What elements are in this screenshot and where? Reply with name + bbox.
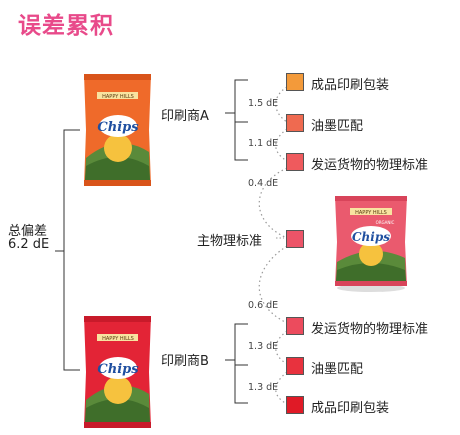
label-b-ink-match: 油墨匹配 [311,362,364,377]
bag-master-product-text: Chips [352,230,390,244]
swatch-b-physical-standard [286,317,304,335]
delta-b-2: 1.3 dE [248,341,279,352]
label-b-physical-standard: 发运货物的物理标准 [311,322,429,337]
bag-master-logo-text: HAPPY HILLS [355,210,387,216]
label-a-final-print: 成品印刷包装 [311,78,390,93]
swatch-a-physical-standard [286,153,304,171]
chips-bag-printer-b: Chips HAPPY HILLS [84,316,151,428]
printer-a-label: 印刷商A [161,109,209,124]
delta-b-3: 1.3 dE [248,382,279,393]
master-standard-label: 主物理标准 [197,234,263,249]
bag-a-product-text: Chips [97,120,139,135]
swatch-master-standard [286,230,304,248]
bag-a-logo-text: HAPPY HILLS [102,94,134,100]
swatch-a-ink-match [286,114,304,132]
chips-bag-printer-a: Chips HAPPY HILLS [84,74,151,186]
delta-a-2: 1.1 dE [248,138,279,149]
label-a-ink-match: 油墨匹配 [311,119,364,134]
chips-bag-master: Chips HAPPY HILLS ORGANIC [335,196,407,292]
total-deviation-value: 6.2 dE [8,237,50,252]
bag-b-logo-text: HAPPY HILLS [102,336,134,342]
delta-a-1: 1.5 dE [248,98,279,109]
swatch-b-ink-match [286,357,304,375]
swatch-a-final-print [286,73,304,91]
swatch-b-final-print [286,396,304,414]
label-b-final-print: 成品印刷包装 [311,401,390,416]
printer-b-label: 印刷商B [161,354,209,369]
page-title: 误差累积 [18,13,114,39]
bag-master-badge-text: ORGANIC [376,220,395,225]
delta-b-1: 0.6 dE [248,300,279,311]
delta-a-3: 0.4 dE [248,178,279,189]
total-deviation-label: 总偏差 [8,224,48,239]
bag-b-product-text: Chips [97,362,139,377]
label-a-physical-standard: 发运货物的物理标准 [311,158,429,173]
